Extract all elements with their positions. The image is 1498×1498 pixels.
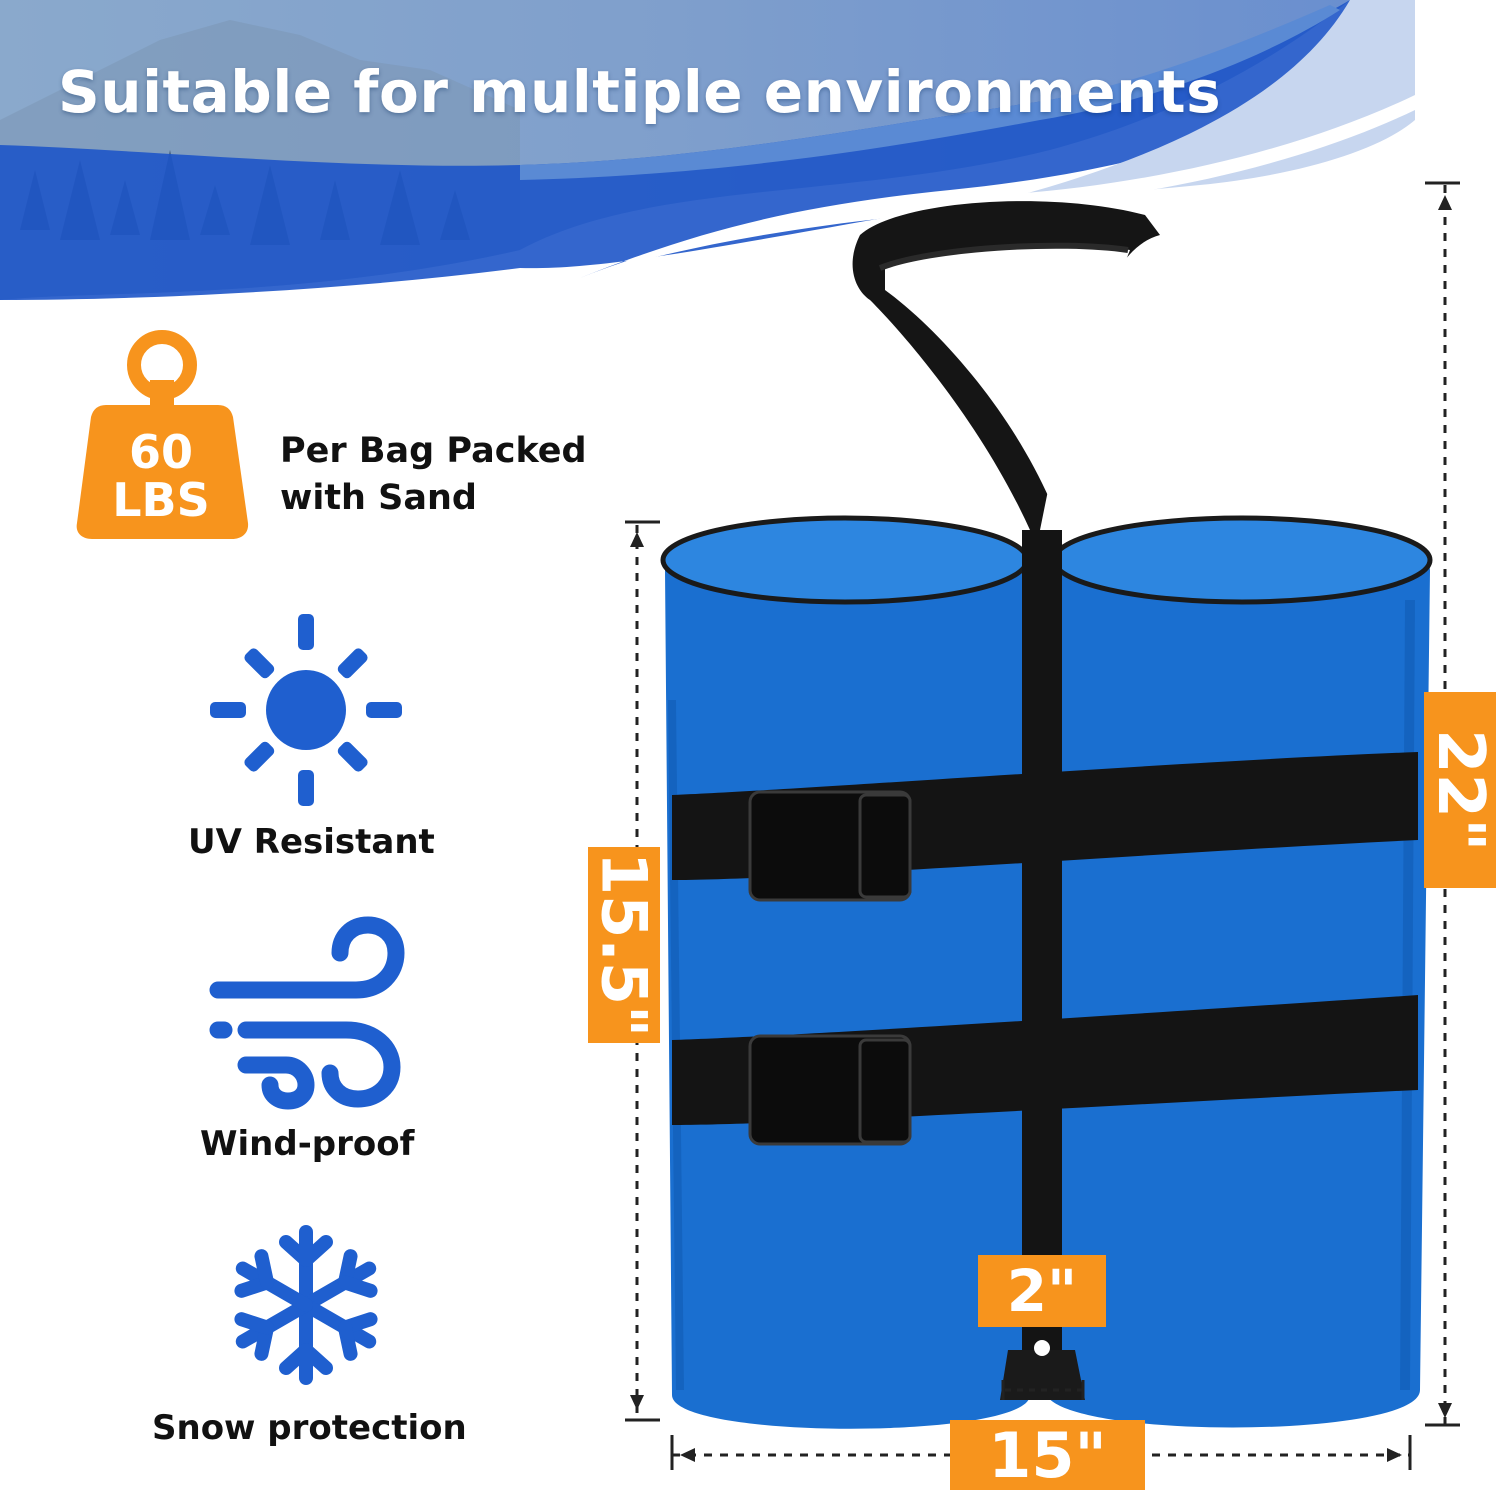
- weight-value: 60: [128, 425, 193, 479]
- dimension-bag-height: 15.5": [588, 847, 661, 1043]
- weight-caption: Per Bag Packed with Sand: [280, 428, 587, 522]
- weight-icon: [76, 330, 249, 539]
- feature-uv-label: UV Resistant: [188, 822, 435, 862]
- weight-bag-image: [625, 181, 1460, 1470]
- feature-wind-label: Wind-proof: [200, 1124, 415, 1164]
- weight-caption-line2: with Sand: [280, 478, 477, 518]
- wind-icon: [209, 916, 405, 1110]
- weight-badge-text: 60 LBS: [76, 325, 251, 545]
- feature-snow-label: Snow protection: [152, 1408, 467, 1448]
- sun-icon: [210, 614, 402, 806]
- dimension-total-height: 22": [1423, 692, 1497, 888]
- snowflake-icon: [226, 1225, 386, 1390]
- weight-unit: LBS: [112, 473, 210, 527]
- page-headline: Suitable for multiple environments: [58, 58, 1222, 126]
- dimension-width: 15": [950, 1419, 1145, 1492]
- header-banner: [0, 0, 1415, 300]
- dimension-strap-width: 2": [978, 1255, 1106, 1327]
- weight-caption-line1: Per Bag Packed: [280, 431, 587, 471]
